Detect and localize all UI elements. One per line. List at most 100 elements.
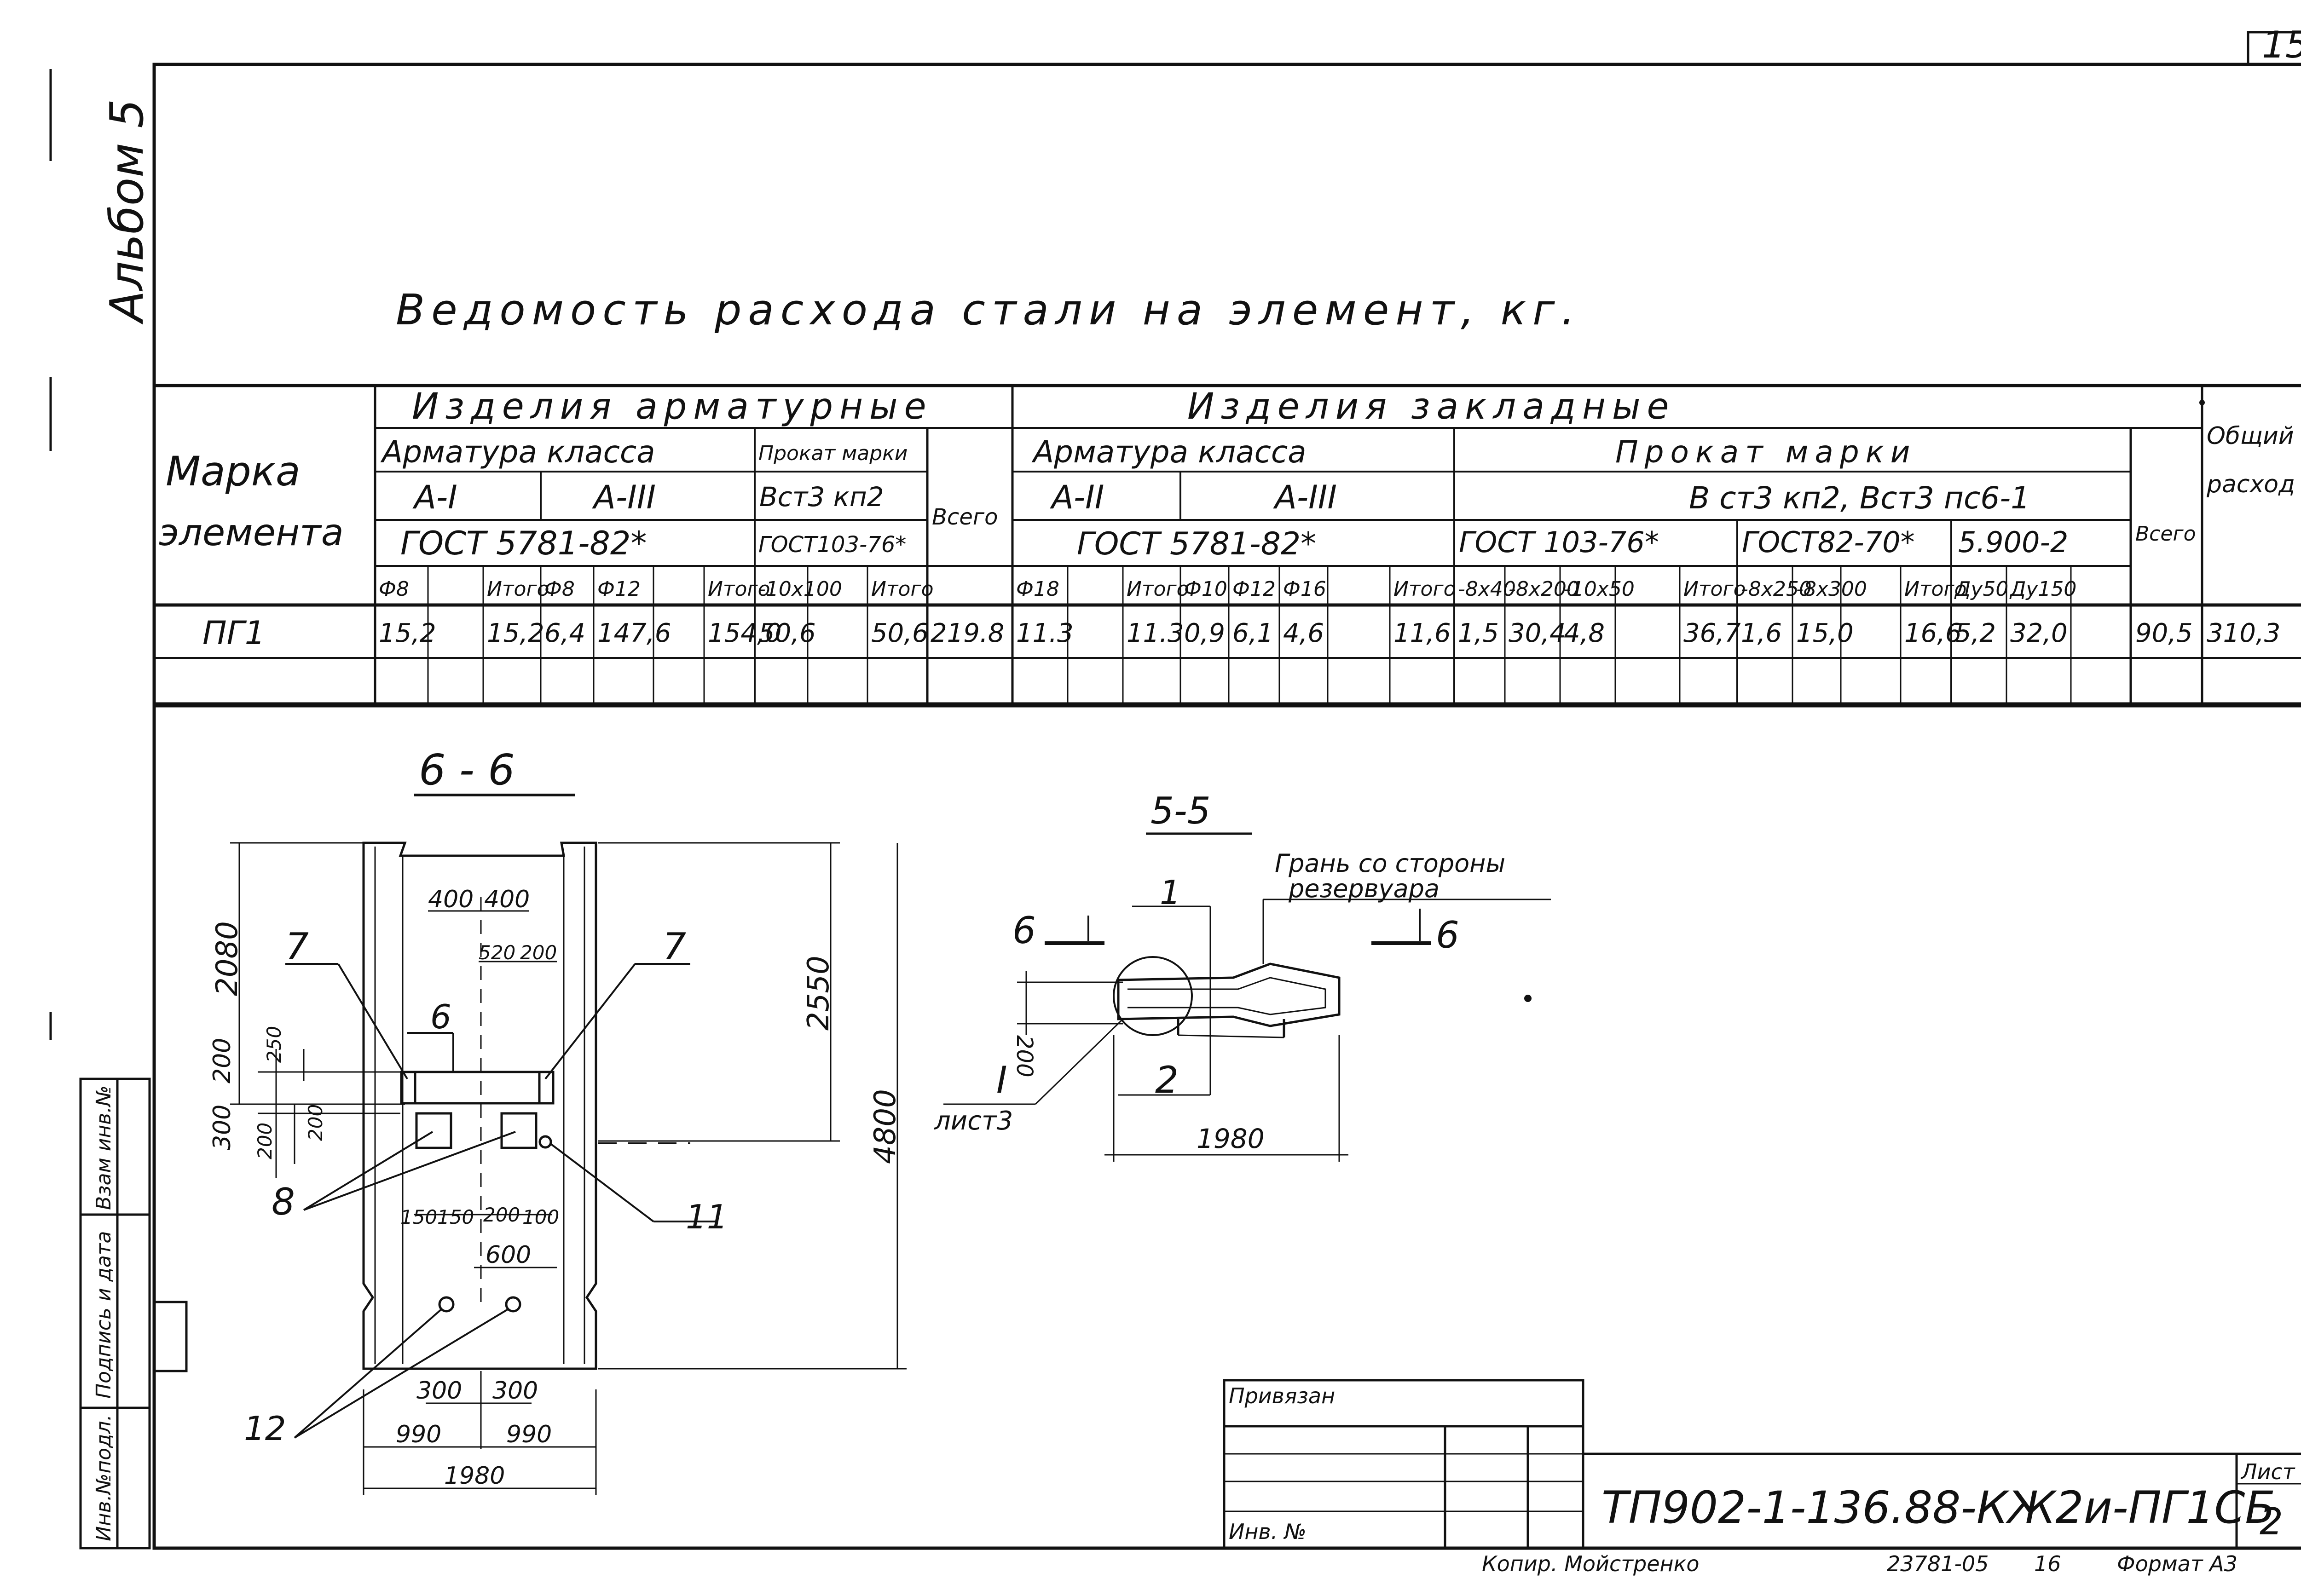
emb-rolled-label: Прокат марки	[1615, 434, 1917, 470]
section-6-6-title: 6 - 6	[419, 745, 515, 795]
footer-num: 16	[2034, 1551, 2061, 1576]
stamp-inv-podl: Инв.№подл.	[92, 1414, 116, 1541]
dim-1980-5-5: 1980	[1197, 1123, 1265, 1154]
table-cell: 32,0	[2010, 618, 2068, 648]
sheet-title: Ведомость расхода стали на элемент, кг.	[396, 285, 1581, 334]
embedded-plates	[400, 1071, 555, 1313]
table-cell: 11.3	[1127, 618, 1184, 648]
dim-1980: 1980	[444, 1462, 505, 1490]
column-header-cell: Ду150	[2009, 577, 2076, 601]
dim-990-b: 990	[506, 1421, 552, 1448]
inv-no: Инв. №	[1229, 1519, 1307, 1544]
steel-table: Марка элемента Изделия арматурные Издели…	[154, 384, 2301, 706]
dim-4800: 4800	[868, 1089, 902, 1164]
table-cell: 4,6	[1283, 618, 1324, 648]
vsego-label-arm: Всего	[932, 504, 998, 530]
stamp-vzam: Взам инв.№	[92, 1085, 116, 1210]
cut-mark-6: 6	[430, 997, 451, 1036]
dim-990-a: 990	[396, 1421, 441, 1448]
class-a1: А-I	[412, 478, 457, 516]
note-line-2: резервуара	[1288, 874, 1440, 903]
gost-5781-arm: ГОСТ 5781-82*	[400, 524, 647, 562]
column-header-cell: Ф18	[1016, 577, 1059, 601]
total-header-2: расход	[2206, 471, 2295, 498]
row-vsego-emb: 90,5	[2135, 618, 2193, 648]
table-cell: 0,9	[1184, 618, 1225, 648]
gost-103-arm: ГОСТ103-76*	[758, 532, 906, 558]
title-block	[1223, 1379, 2301, 1550]
side-stamp	[79, 1077, 188, 1550]
column-header-cell: Ф12	[597, 577, 641, 601]
sheet-number: 2	[2260, 1500, 2283, 1543]
dim-200-5-5: 200	[1012, 1035, 1037, 1077]
footer-copied: Копир. Мойстренко	[1482, 1551, 1700, 1576]
column-header-cell: Итого	[708, 577, 770, 601]
table-cell: 50,6	[871, 618, 929, 648]
group-armature: Изделия арматурные	[412, 386, 933, 427]
column-header-cell: Ф8	[379, 577, 409, 601]
column-header-cell: Ду50	[1954, 577, 2008, 601]
table-cell: 1,5	[1458, 618, 1499, 648]
row-vsego-arm: 219.8	[931, 618, 1004, 648]
series-5900: 5.900-2	[1958, 525, 2068, 559]
table-cell: 6,4	[544, 618, 585, 648]
node-I: I	[996, 1059, 1007, 1101]
mark-1: 1	[1160, 873, 1181, 912]
dim-150-b: 150	[437, 1206, 474, 1228]
table-grid	[154, 384, 2301, 706]
vsego-label-emb: Всего	[2135, 522, 2196, 546]
gost-5781-emb: ГОСТ 5781-82*	[1077, 526, 1316, 562]
table-column-lines	[427, 566, 2072, 704]
total-header-1: Общий	[2207, 422, 2294, 450]
table-cell: 16,6	[1904, 618, 1962, 648]
dim-200-top: 200	[520, 941, 557, 964]
dot-mark	[1524, 995, 1532, 1002]
table-cell: 11.3	[1016, 618, 1074, 648]
dim-400-right: 400	[484, 886, 530, 913]
table-cell: 15,0	[1796, 618, 1854, 648]
dim-100: 100	[522, 1206, 559, 1228]
column-header-cell: Ф16	[1283, 577, 1326, 601]
mark-header-2: элемента	[159, 511, 344, 554]
row-total: 310,3	[2207, 618, 2280, 648]
dim-520: 520	[479, 941, 515, 964]
class-a3: А-III	[592, 478, 656, 516]
column-header-cell: -10x100	[758, 577, 842, 601]
table-cell: 15,2	[379, 618, 436, 648]
section-5-5-title: 5-5	[1150, 789, 1211, 832]
emb-steel: В ст3 кп2, Вст3 пс6-1	[1689, 480, 2030, 516]
table-cell: 36,7	[1683, 618, 1741, 648]
table-cell: 1,6	[1741, 618, 1782, 648]
table-cell: 15,2	[487, 618, 544, 648]
group-embedded: Изделия закладные	[1187, 386, 1676, 427]
dim-400-left: 400	[428, 886, 474, 913]
sheet-ref: лист3	[934, 1106, 1013, 1136]
column-header-cell: -8x300	[1796, 577, 1867, 601]
cut-left-6: 6	[1012, 909, 1036, 952]
stamp-podpis: Подпись и дата	[92, 1231, 116, 1399]
mark-header-1: Марка	[166, 448, 301, 495]
column-header-cell: Итого	[1904, 577, 1967, 601]
section-6-6: 6 - 6	[208, 745, 907, 1495]
column-header-cell: -10x50	[1564, 577, 1635, 601]
mark-7-right: 7	[663, 925, 686, 968]
steel-vst3kp2: Вст3 кп2	[759, 481, 884, 513]
footer-order: 23781-05	[1887, 1551, 1989, 1576]
dim-150-a: 150	[400, 1206, 437, 1228]
dim-200-a: 200	[208, 1038, 236, 1083]
table-cell: 4,8	[1564, 618, 1605, 648]
arm-class-label: Арматура класса	[380, 434, 655, 470]
table-cell: 6,1	[1232, 618, 1273, 648]
doc-code: ТП902-1-136.88-КЖ2и-ПГ1СБ	[1601, 1482, 2275, 1533]
note-line-1: Грань со стороны	[1275, 849, 1505, 878]
dim-2080: 2080	[210, 921, 244, 996]
dim-200-d: 200	[483, 1204, 520, 1226]
column-header-cell: -8x40	[1458, 577, 1516, 601]
gost-103-emb: ГОСТ 103-76*	[1459, 525, 1659, 559]
dim-300-b: 300	[492, 1377, 538, 1405]
column-header-cell: -8x250	[1741, 577, 1812, 601]
mark-2: 2	[1155, 1059, 1179, 1101]
class-a2: А-II	[1050, 478, 1104, 516]
